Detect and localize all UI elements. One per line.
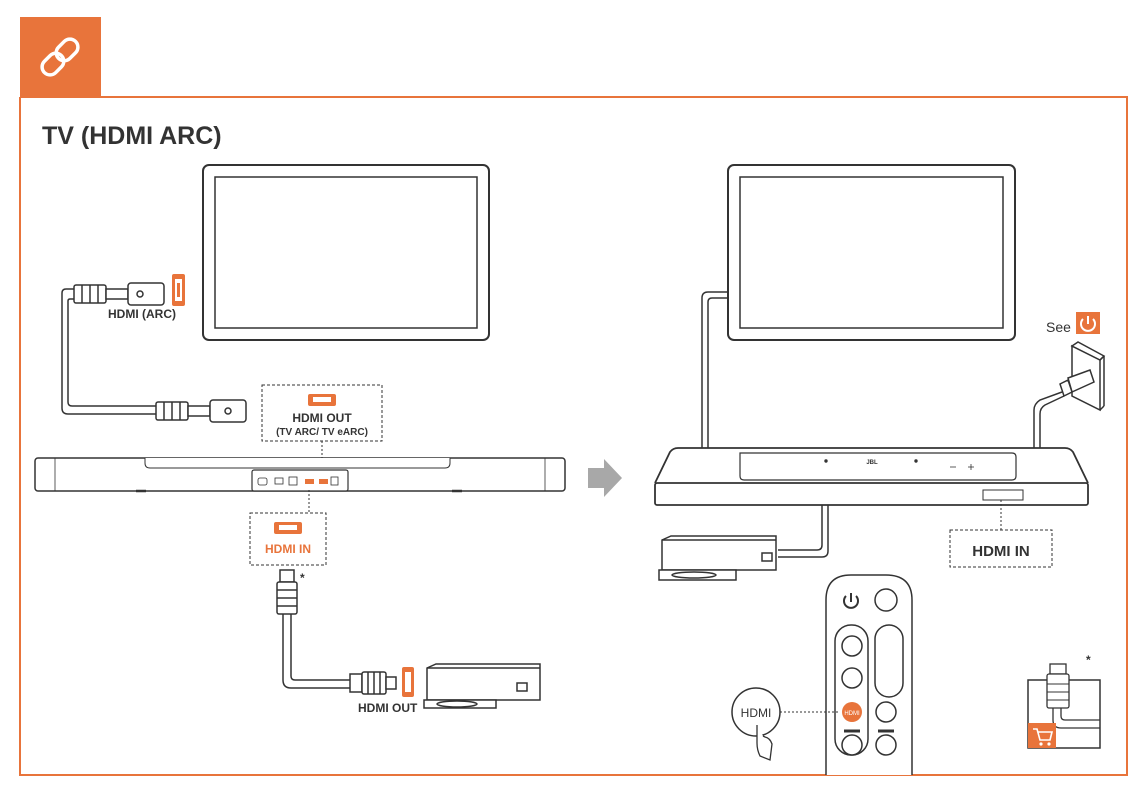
soundbar-front — [654, 447, 1089, 506]
right-hdmi-in-callout — [949, 500, 1053, 568]
hdmi-cable-vertical-plug-icon — [276, 569, 298, 615]
right-tv — [727, 164, 1016, 341]
section-title: TV (HDMI ARC) — [42, 122, 222, 150]
soundbar-hdmi-out-port-icon — [319, 479, 328, 484]
hdmi-in-callout — [249, 490, 327, 566]
right-cable-note: * — [1086, 653, 1091, 667]
hdmi-out-callout — [261, 384, 383, 475]
remote-hdmi-button: HDMI — [842, 702, 862, 722]
player-hdmi-port-icon — [402, 667, 414, 697]
left-tv — [202, 164, 490, 341]
right-disc-player — [658, 535, 777, 581]
hdmi-cable-left-bottom — [282, 614, 350, 689]
left-disc-player — [423, 663, 541, 709]
hdmi-cable-plug-bottom-icon — [155, 399, 247, 423]
player-port-label: HDMI OUT — [358, 701, 418, 715]
soundbar-out-label: HDMI OUT — [292, 411, 352, 425]
hdmi-cable-horizontal-plug-icon — [349, 671, 397, 695]
remote-power-icon — [843, 593, 859, 609]
power-cord — [1033, 391, 1065, 448]
soundbar-in-label: HDMI IN — [265, 542, 311, 556]
wall-outlet — [1059, 341, 1106, 412]
hdmi-cable-left-top — [61, 288, 156, 415]
power-icon — [1076, 312, 1100, 334]
right-tv-cable — [701, 291, 728, 448]
right-hdmi-in-label: HDMI IN — [972, 543, 1030, 560]
svg-text:HDMI: HDMI — [844, 711, 860, 717]
see-label: See — [1046, 319, 1071, 335]
remote-button-label: HDMI — [741, 706, 772, 720]
hdmi-cable-plug-top-icon — [73, 282, 165, 306]
soundbar-back — [34, 457, 566, 493]
cart-icon — [1028, 723, 1056, 748]
right-player-cable — [778, 505, 829, 558]
hdmi-press-callout — [731, 687, 781, 761]
jbl-logo: JBL — [866, 460, 878, 466]
section-frame — [19, 96, 1128, 776]
tv-port-label: HDMI (ARC) — [108, 307, 176, 321]
soundbar-out-sublabel: (TV ARC/ TV eARC) — [276, 427, 368, 438]
arrow-right-icon — [588, 459, 622, 497]
left-cable-note: * — [300, 571, 305, 585]
tv-hdmi-port-icon — [172, 274, 185, 306]
link-icon — [20, 17, 101, 97]
remote-control — [825, 574, 913, 775]
soundbar-hdmi-in-port-icon — [305, 479, 314, 484]
